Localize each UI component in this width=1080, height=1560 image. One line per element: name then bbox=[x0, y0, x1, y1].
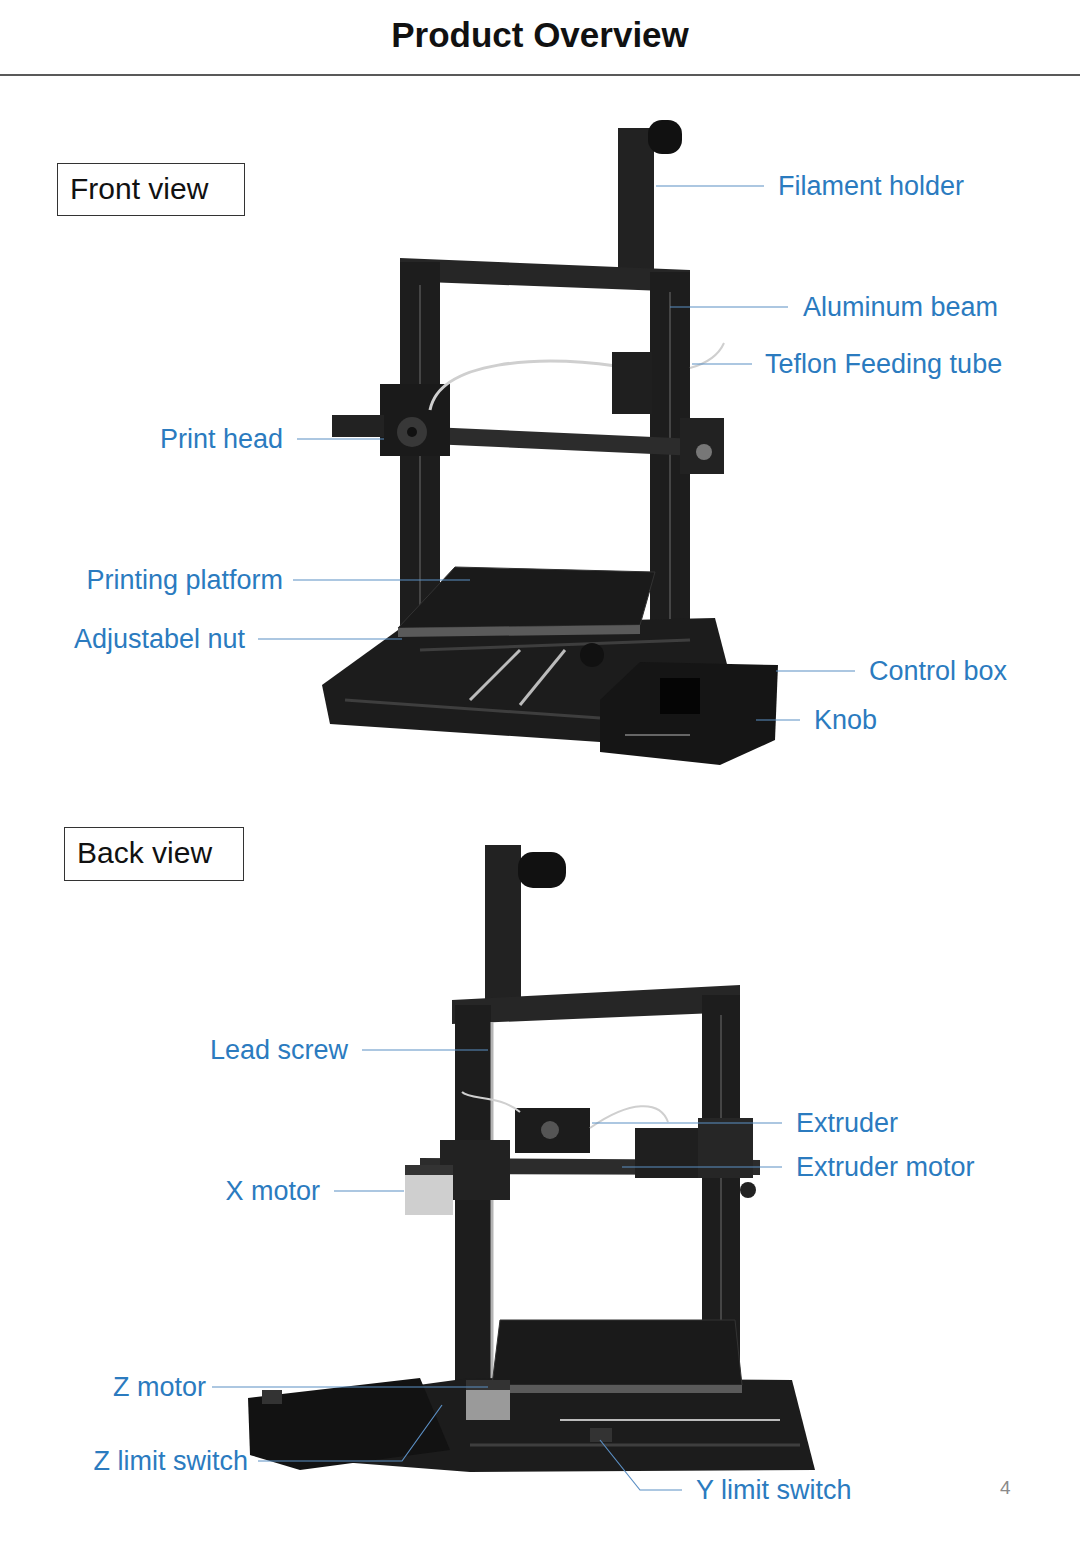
part-label: Control box bbox=[869, 655, 1007, 687]
illustration-part bbox=[466, 1380, 510, 1420]
illustration-part bbox=[560, 1419, 780, 1421]
illustration-part bbox=[520, 650, 565, 705]
illustration-part bbox=[776, 670, 855, 671]
illustration-part bbox=[492, 1320, 742, 1385]
illustration-part bbox=[420, 640, 690, 650]
part-label: Extruder motor bbox=[796, 1151, 975, 1183]
illustration-part bbox=[648, 120, 682, 154]
part-label: Aluminum beam bbox=[803, 291, 998, 323]
illustration-part bbox=[740, 1182, 756, 1198]
illustration-part bbox=[515, 1108, 590, 1153]
illustration-part bbox=[670, 306, 788, 307]
part-label: Z limit switch bbox=[94, 1445, 249, 1477]
illustration-part bbox=[600, 662, 778, 765]
part-label: Adjustabel nut bbox=[74, 623, 245, 655]
illustration-part bbox=[362, 1049, 488, 1050]
illustration-part bbox=[470, 1444, 800, 1447]
illustration-part bbox=[407, 427, 417, 437]
illustration-part bbox=[485, 845, 521, 1005]
illustration-part bbox=[258, 1405, 442, 1461]
illustration-part bbox=[405, 1165, 453, 1175]
illustration-part bbox=[332, 415, 384, 437]
illustration-part bbox=[618, 128, 654, 273]
illustration-part bbox=[696, 444, 712, 460]
view-heading: Front view bbox=[70, 168, 232, 210]
illustration-part bbox=[492, 1385, 742, 1393]
leader-lines bbox=[258, 186, 855, 720]
illustration-part bbox=[452, 985, 740, 1024]
part-label: Print head bbox=[160, 423, 283, 455]
illustration-part bbox=[592, 1122, 782, 1123]
illustration-part bbox=[293, 579, 470, 580]
illustration-part bbox=[660, 678, 700, 714]
illustration-part bbox=[212, 1386, 488, 1387]
illustration-part bbox=[400, 258, 690, 292]
view-heading-box: Back view bbox=[64, 827, 244, 881]
back-printer bbox=[248, 845, 815, 1472]
illustration-part bbox=[656, 185, 764, 186]
illustration-part bbox=[419, 285, 421, 640]
illustration-part bbox=[398, 625, 640, 637]
illustration-part bbox=[625, 734, 690, 736]
part-label: Z motor bbox=[113, 1371, 206, 1403]
front-printer bbox=[322, 120, 778, 765]
illustration-part bbox=[680, 418, 724, 474]
title-rule bbox=[0, 74, 1080, 76]
illustration-part bbox=[262, 1390, 282, 1404]
illustration-part bbox=[334, 1190, 404, 1191]
view-heading-box: Front view bbox=[57, 163, 245, 216]
part-label: Printing platform bbox=[86, 564, 283, 596]
illustration-part bbox=[405, 1165, 453, 1215]
illustration-part bbox=[466, 1380, 510, 1390]
part-label: Teflon Feeding tube bbox=[765, 348, 1002, 380]
illustration-part bbox=[258, 638, 402, 639]
illustration-part bbox=[612, 352, 652, 414]
part-label: Lead screw bbox=[210, 1034, 348, 1066]
leader-lines bbox=[212, 1050, 782, 1490]
view-heading: Back view bbox=[77, 832, 231, 874]
illustration-part bbox=[692, 363, 752, 364]
illustration-part bbox=[248, 1378, 450, 1470]
illustration-part bbox=[698, 1118, 753, 1178]
part-label: Y limit switch bbox=[696, 1474, 852, 1506]
illustration-part bbox=[541, 1121, 559, 1139]
part-label: Knob bbox=[814, 704, 877, 736]
page-title: Product Overview bbox=[0, 14, 1080, 56]
illustration-part bbox=[518, 852, 566, 888]
illustration-part bbox=[470, 650, 520, 700]
illustration-part bbox=[635, 1128, 700, 1178]
illustration-part bbox=[590, 1428, 612, 1442]
part-label: Filament holder bbox=[778, 170, 964, 202]
illustration-part bbox=[462, 1092, 520, 1112]
illustration-part bbox=[380, 384, 450, 456]
illustration-part bbox=[297, 438, 384, 439]
part-label: X motor bbox=[225, 1175, 320, 1207]
illustration-part bbox=[580, 643, 604, 667]
illustration-part bbox=[430, 361, 616, 410]
illustration-part bbox=[622, 1166, 782, 1167]
page-number: 4 bbox=[1000, 1477, 1011, 1500]
illustration-part bbox=[398, 567, 655, 628]
illustration-part bbox=[491, 1022, 494, 1385]
illustration-part bbox=[756, 719, 800, 720]
illustration-part bbox=[345, 700, 600, 718]
illustration-part bbox=[590, 1106, 668, 1128]
illustration-part bbox=[600, 1440, 682, 1490]
part-label: Extruder bbox=[796, 1107, 898, 1139]
illustration-part bbox=[397, 417, 427, 447]
illustration-part bbox=[669, 292, 671, 620]
